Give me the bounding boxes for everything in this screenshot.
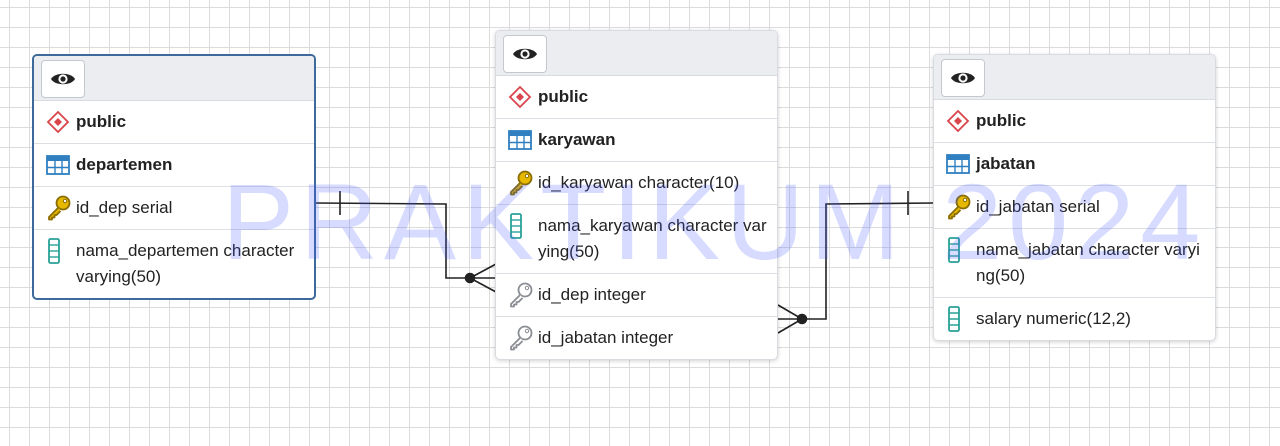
schema-row: public xyxy=(34,101,314,144)
table-icon xyxy=(46,152,76,178)
column-icon xyxy=(946,237,976,263)
table-node-jabatan[interactable]: public jabatan id_jabatan serial nama_ja… xyxy=(933,54,1216,341)
foreign-key-icon xyxy=(508,282,538,308)
table-header xyxy=(934,55,1215,100)
column-row[interactable]: nama_jabatan character varying(50) xyxy=(934,229,1215,298)
column-icon xyxy=(46,238,76,264)
column-icon xyxy=(508,213,538,239)
table-header xyxy=(34,56,314,101)
eye-icon[interactable] xyxy=(503,35,547,73)
column-row[interactable]: id_dep serial xyxy=(34,187,314,230)
column-row[interactable]: id_jabatan integer xyxy=(496,317,777,359)
primary-key-icon xyxy=(946,194,976,220)
primary-key-icon xyxy=(508,170,538,196)
schema-row: public xyxy=(934,100,1215,143)
table-node-departemen[interactable]: public departemen id_dep serial nama_dep… xyxy=(32,54,316,300)
table-node-karyawan[interactable]: public karyawan id_karyawan character(10… xyxy=(495,30,778,360)
table-name-row: departemen xyxy=(34,144,314,187)
table-name-row: karyawan xyxy=(496,119,777,162)
column-row[interactable]: nama_departemen character varying(50) xyxy=(34,230,314,298)
eye-icon[interactable] xyxy=(41,60,85,98)
table-icon xyxy=(508,127,538,153)
column-row[interactable]: id_jabatan serial xyxy=(934,186,1215,229)
relationship-departemen-karyawan[interactable] xyxy=(315,191,497,293)
schema-icon xyxy=(46,109,76,135)
column-icon xyxy=(946,306,976,332)
table-icon xyxy=(946,151,976,177)
table-header xyxy=(496,31,777,76)
column-row[interactable]: id_dep integer xyxy=(496,274,777,317)
column-row[interactable]: nama_karyawan character varying(50) xyxy=(496,205,777,274)
column-row[interactable]: salary numeric(12,2) xyxy=(934,298,1215,340)
table-name-row: jabatan xyxy=(934,143,1215,186)
eye-icon[interactable] xyxy=(941,59,985,97)
column-row[interactable]: id_karyawan character(10) xyxy=(496,162,777,205)
schema-icon xyxy=(946,108,976,134)
primary-key-icon xyxy=(46,195,76,221)
schema-icon xyxy=(508,84,538,110)
foreign-key-icon xyxy=(508,325,538,351)
relationship-jabatan-karyawan[interactable] xyxy=(777,191,935,334)
schema-row: public xyxy=(496,76,777,119)
